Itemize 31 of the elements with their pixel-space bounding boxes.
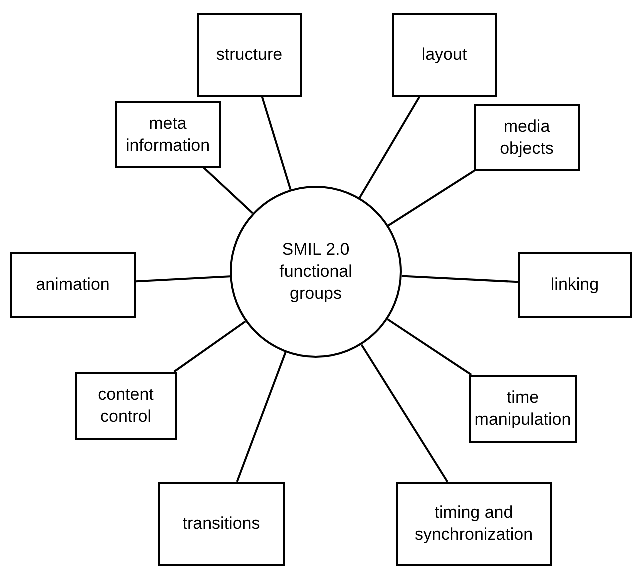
connector-line [203, 167, 254, 214]
node-label: timing and synchronization [414, 502, 534, 546]
group-box [115, 101, 221, 168]
group-box [75, 372, 177, 440]
connector-line [402, 275, 518, 284]
connector-line [174, 320, 246, 373]
connector-line [136, 276, 230, 283]
node-label: transitions [182, 513, 260, 535]
node-label: meta information [125, 112, 211, 156]
group-box [197, 13, 302, 97]
group-box [469, 375, 577, 443]
group-box [518, 252, 632, 318]
node-label: linking [550, 274, 600, 296]
group-box [158, 482, 285, 566]
connector-line [236, 352, 287, 482]
node-label: structure [216, 44, 283, 66]
connector-line [358, 96, 420, 198]
group-box [10, 252, 136, 318]
group-box [396, 482, 552, 566]
connector-line [360, 344, 449, 483]
node-label: media objects [499, 116, 555, 160]
connector-line [387, 318, 472, 376]
node-label: content control [97, 384, 155, 428]
connector-line [388, 170, 475, 227]
node-label: SMIL 2.0 functional groups [278, 239, 354, 305]
node-label: layout [422, 44, 468, 66]
node-label: animation [36, 274, 110, 296]
connector-line [261, 96, 292, 190]
group-box [474, 104, 580, 171]
group-box [392, 13, 497, 97]
node-label: time manipulation [474, 387, 572, 431]
